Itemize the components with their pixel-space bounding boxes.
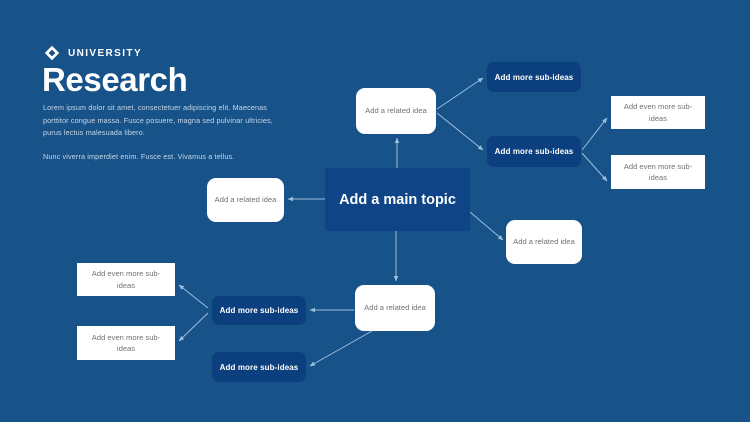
node-left-related-idea[interactable]: Add a related idea — [207, 178, 284, 222]
node-even-more-sub-idea-right-2[interactable]: Add even more sub-ideas — [611, 155, 705, 189]
edge-top-related-to-sub1 — [436, 77, 484, 110]
brand-name: UNIVERSITY — [68, 47, 143, 59]
body-paragraph-1: Lorem ipsum dolor sit amet, consectetuer… — [43, 103, 273, 138]
node-sub-idea-top-right-2-label: Add more sub-ideas — [494, 147, 574, 156]
node-sub-idea-bottom-left-2-label: Add more sub-ideas — [219, 362, 299, 372]
node-top-related-idea[interactable]: Add a related idea — [356, 88, 436, 134]
brand-lockup: UNIVERSITY — [44, 45, 142, 61]
node-even-more-sub-idea-left-1-label: Add even more sub-ideas — [91, 269, 161, 290]
node-sub-idea-bottom-left-1-label: Add more sub-ideas — [219, 306, 299, 315]
edge-sub-bl1-to-even-left-1 — [178, 284, 209, 309]
page-title: Research — [42, 61, 188, 98]
node-right-related-idea[interactable]: Add a related idea — [506, 220, 582, 264]
node-main-topic-label: Add a main topic — [339, 191, 456, 208]
node-bottom-related-idea[interactable]: Add a related idea — [355, 285, 435, 331]
node-even-more-sub-idea-right-1-label: Add even more sub-ideas — [623, 102, 693, 123]
node-even-more-sub-idea-right-2-label: Add even more sub-ideas — [623, 161, 693, 182]
body-copy: Lorem ipsum dolor sit amet, consectetuer… — [43, 102, 291, 163]
node-sub-idea-bottom-left-2[interactable]: Add more sub-ideas — [212, 352, 306, 382]
edge-sub2-to-even-right-2 — [581, 152, 608, 182]
node-even-more-sub-idea-right-1[interactable]: Add even more sub-ideas — [611, 96, 705, 129]
body-paragraph-2: Nunc viverra imperdiet enim. Fusce est. … — [43, 151, 235, 161]
node-main-topic[interactable]: Add a main topic — [325, 168, 470, 231]
node-even-more-sub-idea-left-2-label: Add even more sub-ideas — [91, 332, 161, 353]
edge-main-to-right-related — [469, 211, 504, 241]
diamond-logo-icon — [44, 45, 60, 61]
node-right-related-idea-label: Add a related idea — [513, 237, 575, 247]
node-bottom-related-idea-label: Add a related idea — [364, 303, 426, 313]
node-even-more-sub-idea-left-1[interactable]: Add even more sub-ideas — [77, 263, 175, 296]
node-sub-idea-bottom-left-1[interactable]: Add more sub-ideas — [212, 296, 306, 325]
node-top-related-idea-label: Add a related idea — [365, 106, 427, 116]
node-sub-idea-top-right-2[interactable]: Add more sub-ideas — [487, 136, 581, 167]
node-left-related-idea-label: Add a related idea — [214, 195, 277, 205]
node-sub-idea-top-right-1-label: Add more sub-ideas — [494, 72, 574, 82]
edge-sub-bl1-to-even-left-2 — [178, 312, 209, 342]
node-even-more-sub-idea-left-2[interactable]: Add even more sub-ideas — [77, 326, 175, 360]
edge-sub2-to-even-right-1 — [581, 117, 608, 151]
edge-top-related-to-sub2 — [436, 112, 484, 151]
edge-bottom-related-to-sub2 — [309, 330, 373, 367]
node-sub-idea-top-right-1[interactable]: Add more sub-ideas — [487, 62, 581, 92]
